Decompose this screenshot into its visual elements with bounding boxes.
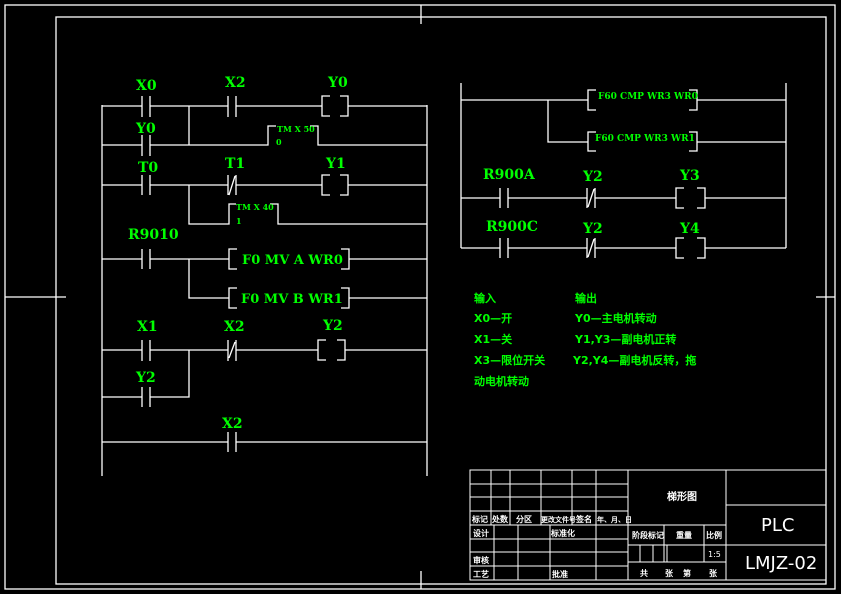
output-title: 输出 bbox=[575, 291, 597, 305]
approve-label: 批准 bbox=[552, 569, 568, 579]
standard-label: 标准化 bbox=[550, 528, 575, 538]
io-notes: 输入 X0—开 X1—关 X3—限位开关 动电机转动 输出 Y0—主电机转动 Y… bbox=[474, 291, 696, 388]
right-ladder-lines bbox=[460, 83, 787, 259]
title-block-text: 梯形图 PLC LMJZ-02 标记 处数 分区 更改文件号 签名 年、月、日 … bbox=[471, 490, 817, 579]
contact-r900a-label: R900A bbox=[483, 167, 536, 183]
sheets-label-1: 张 bbox=[665, 569, 674, 578]
function-box-cmp-wr1: F60 CMP WR3 WR1 bbox=[595, 134, 695, 144]
timer-0-number: 0 bbox=[276, 137, 282, 147]
output-y1-y3: Y1,Y3—副电机正转 bbox=[574, 332, 676, 346]
sheets-label-2: 张 bbox=[709, 569, 718, 578]
coil-y0-label: Y0 bbox=[327, 75, 348, 91]
total-label: 共 bbox=[640, 568, 648, 578]
contact-x0-label: X0 bbox=[136, 78, 157, 94]
coil-y4-label: Y4 bbox=[679, 221, 700, 237]
contact-x2-bottom-label: X2 bbox=[222, 416, 243, 432]
weight-label: 重量 bbox=[676, 530, 692, 540]
right-ladder-labels: F60 CMP WR3 WR0 F60 CMP WR3 WR1 R900A Y2… bbox=[483, 92, 700, 237]
stage-label: 阶段标记 bbox=[632, 530, 664, 540]
timer-tm40-label: TM X 40 bbox=[236, 202, 274, 212]
header-mark: 标记 bbox=[471, 514, 488, 524]
header-date: 年、月、日 bbox=[597, 515, 632, 524]
input-x3: X3—限位开关 bbox=[474, 353, 545, 367]
page-label: 第 bbox=[683, 568, 691, 578]
coil-y3-label: Y3 bbox=[679, 168, 700, 184]
review-label: 审核 bbox=[473, 555, 489, 565]
contact-r9010-label: R9010 bbox=[128, 227, 179, 243]
scale-label: 比例 bbox=[706, 530, 722, 540]
title-block-lines bbox=[469, 469, 827, 581]
input-x0: X0—开 bbox=[474, 312, 512, 325]
coil-y1-label: Y1 bbox=[325, 156, 346, 172]
timer-tm50-label: TM X 50 bbox=[277, 124, 315, 134]
timer-1-number: 1 bbox=[236, 216, 242, 226]
header-zone: 分区 bbox=[516, 514, 532, 524]
header-sign: 签名 bbox=[575, 514, 592, 524]
scale-value: 1:5 bbox=[708, 550, 721, 559]
header-count: 处数 bbox=[491, 514, 509, 524]
process-label: 工艺 bbox=[473, 569, 489, 579]
output-y0: Y0—主电机转动 bbox=[574, 311, 657, 325]
contact-y2-nc-label-1: Y2 bbox=[582, 169, 603, 185]
left-ladder-labels: X0 X2 Y0 Y0 TM X 50 0 T0 T1 Y1 TM X 40 1… bbox=[128, 75, 348, 432]
contact-x2-label: X2 bbox=[225, 75, 246, 91]
contact-t0-label: T0 bbox=[138, 160, 158, 176]
output-y2-y4-cont: 动电机转动 bbox=[474, 374, 529, 388]
header-change-doc: 更改文件号 bbox=[541, 515, 576, 524]
contact-y2-nc-label-2: Y2 bbox=[582, 221, 603, 237]
contact-y2-label: Y2 bbox=[135, 370, 156, 386]
function-box-mv-a: F0 MV A WR0 bbox=[242, 253, 343, 268]
drawing-title: PLC bbox=[761, 515, 794, 536]
function-box-mv-b: F0 MV B WR1 bbox=[241, 292, 343, 307]
drawing-code: LMJZ-02 bbox=[745, 553, 817, 574]
contact-x1-label: X1 bbox=[137, 319, 158, 335]
contact-x2-nc-label: X2 bbox=[224, 319, 245, 335]
drawing-frame bbox=[4, 4, 836, 590]
left-ladder-lines bbox=[101, 95, 428, 476]
input-x1: X1—关 bbox=[474, 332, 512, 346]
output-y2-y4: Y2,Y4—副电机反转，拖 bbox=[572, 353, 696, 367]
contact-t1-label: T1 bbox=[225, 156, 245, 172]
contact-y0-label: Y0 bbox=[135, 121, 156, 137]
drawing-name: 梯形图 bbox=[667, 490, 697, 503]
contact-r900c-label: R900C bbox=[486, 219, 538, 235]
design-label: 设计 bbox=[473, 528, 489, 538]
function-box-cmp-wr0: F60 CMP WR3 WR0 bbox=[598, 92, 698, 102]
coil-y2-label: Y2 bbox=[322, 318, 343, 334]
input-title: 输入 bbox=[474, 291, 496, 305]
